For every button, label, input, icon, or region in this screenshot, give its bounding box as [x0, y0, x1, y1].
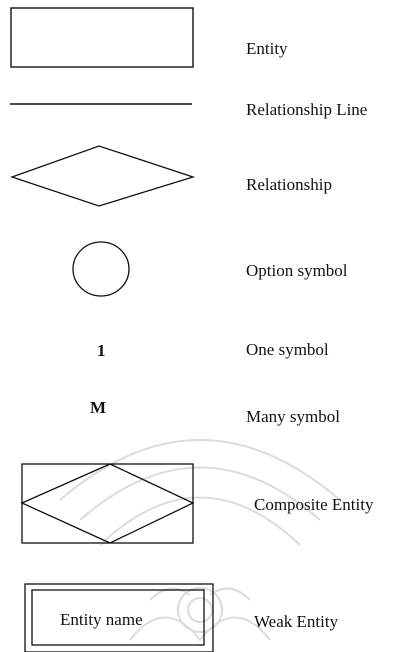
composite-entity-rect-shape: [21, 463, 194, 544]
one-symbol: 1: [97, 341, 106, 360]
label-relationship: Relationship: [246, 175, 332, 194]
many-symbol: M: [90, 398, 107, 417]
label-option-symbol: Option symbol: [246, 261, 348, 280]
weak-entity-inner-shape: [31, 589, 205, 646]
label-entity: Entity: [246, 39, 288, 58]
weak-entity-name-text: Entity name: [60, 610, 143, 629]
option-circle-shape: [72, 241, 130, 297]
weak-entity-outer-shape: [24, 583, 214, 652]
label-many-symbol: Many symbol: [246, 407, 340, 426]
entity-shape: [10, 7, 194, 68]
label-weak-entity: Weak Entity: [254, 612, 339, 631]
relationship-diamond-shape: [10, 145, 196, 207]
composite-entity-diamond-shape: [20, 463, 195, 544]
label-one-symbol: One symbol: [246, 340, 329, 359]
label-relationship-line: Relationship Line: [246, 100, 368, 119]
label-composite-entity: Composite Entity: [254, 495, 374, 514]
